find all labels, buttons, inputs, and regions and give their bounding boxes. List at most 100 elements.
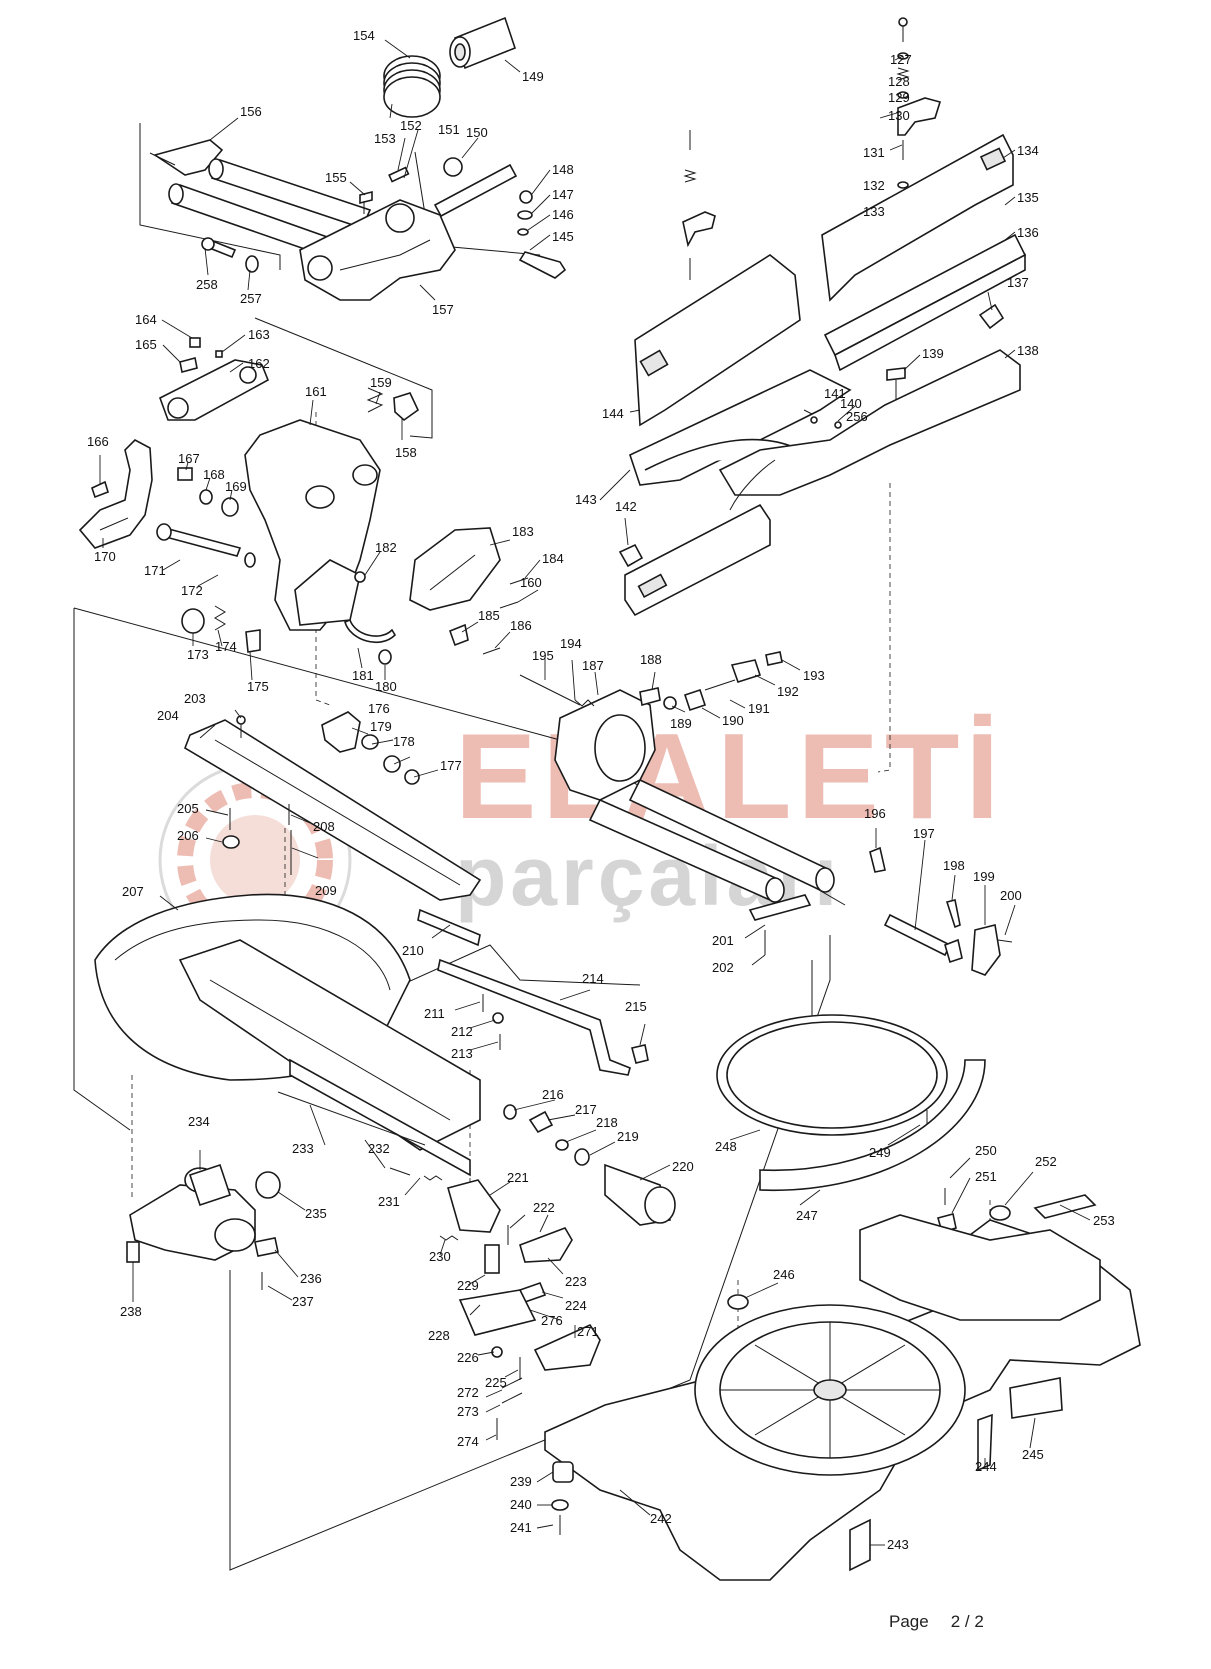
part-label: 229 <box>457 1278 479 1293</box>
part-label: 211 <box>424 1006 445 1021</box>
part-label: 224 <box>565 1298 587 1313</box>
part-label: 256 <box>846 409 868 424</box>
part-label: 248 <box>715 1139 737 1154</box>
part-label: 251 <box>975 1169 997 1184</box>
part-label: 199 <box>973 869 995 884</box>
part-label: 221 <box>507 1170 529 1185</box>
part-label: 144 <box>602 406 624 421</box>
part-label: 208 <box>313 819 335 834</box>
part-label: 206 <box>177 828 199 843</box>
part-label: 192 <box>777 684 799 699</box>
part-label: 193 <box>803 668 825 683</box>
part-label: 141 <box>824 386 846 401</box>
part-label: 172 <box>181 583 203 598</box>
part-label: 148 <box>552 162 574 177</box>
part-label: 182 <box>375 540 397 555</box>
part-label: 243 <box>887 1537 909 1552</box>
part-label: 151 <box>438 122 460 137</box>
part-label: 200 <box>1000 888 1022 903</box>
part-label: 129 <box>888 90 910 105</box>
part-label: 161 <box>305 384 327 399</box>
part-label: 195 <box>532 648 554 663</box>
part-label: 187 <box>582 658 604 673</box>
part-label: 240 <box>510 1497 532 1512</box>
part-label: 196 <box>864 806 886 821</box>
part-label: 149 <box>522 69 544 84</box>
part-label: 247 <box>796 1208 818 1223</box>
handle-arm-group <box>149 16 567 301</box>
arm-rod-group <box>519 651 1013 976</box>
part-label: 165 <box>135 337 157 352</box>
part-label: 249 <box>869 1145 891 1160</box>
part-label: 210 <box>402 943 424 958</box>
part-label: 169 <box>225 479 247 494</box>
part-label: 207 <box>122 884 144 899</box>
part-label: 156 <box>240 104 262 119</box>
part-label: 220 <box>672 1159 694 1174</box>
part-label: 231 <box>378 1194 400 1209</box>
part-label: 168 <box>203 467 225 482</box>
part-label: 185 <box>478 608 500 623</box>
part-label: 194 <box>560 636 582 651</box>
part-label: 198 <box>943 858 965 873</box>
part-label: 230 <box>429 1249 451 1264</box>
part-label: 138 <box>1017 343 1039 358</box>
part-label: 139 <box>922 346 944 361</box>
part-label: 130 <box>888 108 910 123</box>
part-label: 153 <box>374 131 396 146</box>
part-label: 238 <box>120 1304 142 1319</box>
part-label: 162 <box>248 356 270 371</box>
part-label: 166 <box>87 434 109 449</box>
part-label: 218 <box>596 1115 618 1130</box>
part-label: 204 <box>157 708 179 723</box>
part-label: 237 <box>292 1294 314 1309</box>
part-label: 155 <box>325 170 347 185</box>
part-label: 190 <box>722 713 744 728</box>
part-label: 219 <box>617 1129 639 1144</box>
part-label: 137 <box>1007 275 1029 290</box>
part-label: 216 <box>542 1087 564 1102</box>
page-label: Page <box>889 1612 929 1631</box>
part-label: 232 <box>368 1141 390 1156</box>
page-number: 2 / 2 <box>950 1612 984 1631</box>
part-label: 152 <box>400 118 422 133</box>
part-label: 178 <box>393 734 415 749</box>
part-label: 235 <box>305 1206 327 1221</box>
part-label: 242 <box>650 1511 672 1526</box>
part-label: 184 <box>542 551 564 566</box>
part-label: 132 <box>863 178 885 193</box>
part-label: 174 <box>215 639 237 654</box>
part-label: 205 <box>177 801 199 816</box>
part-label: 209 <box>315 883 337 898</box>
part-label: 127 <box>890 52 912 67</box>
part-label: 128 <box>888 74 910 89</box>
part-label: 140 <box>840 396 862 411</box>
part-label: 252 <box>1035 1154 1057 1169</box>
part-label: 158 <box>395 445 417 460</box>
part-label: 202 <box>712 960 734 975</box>
part-label: 233 <box>292 1141 314 1156</box>
part-label: 170 <box>94 549 116 564</box>
part-label: 272 <box>457 1385 479 1400</box>
part-label: 147 <box>552 187 574 202</box>
page-footer: Page 2 / 2 <box>889 1612 1006 1632</box>
part-label: 276 <box>541 1313 563 1328</box>
part-label: 203 <box>184 691 206 706</box>
part-label: 136 <box>1017 225 1039 240</box>
part-label: 253 <box>1093 1213 1115 1228</box>
part-label: 228 <box>428 1328 450 1343</box>
part-label: 223 <box>565 1274 587 1289</box>
part-label: 239 <box>510 1474 532 1489</box>
part-label: 226 <box>457 1350 479 1365</box>
part-label: 171 <box>144 563 166 578</box>
fence-group <box>618 17 1027 617</box>
part-label: 201 <box>712 933 734 948</box>
part-label: 135 <box>1017 190 1039 205</box>
part-label: 164 <box>135 312 157 327</box>
part-label: 163 <box>248 327 270 342</box>
part-label: 179 <box>370 719 392 734</box>
part-label: 258 <box>196 277 218 292</box>
part-label: 225 <box>485 1375 507 1390</box>
handle-grip-group <box>78 337 529 665</box>
